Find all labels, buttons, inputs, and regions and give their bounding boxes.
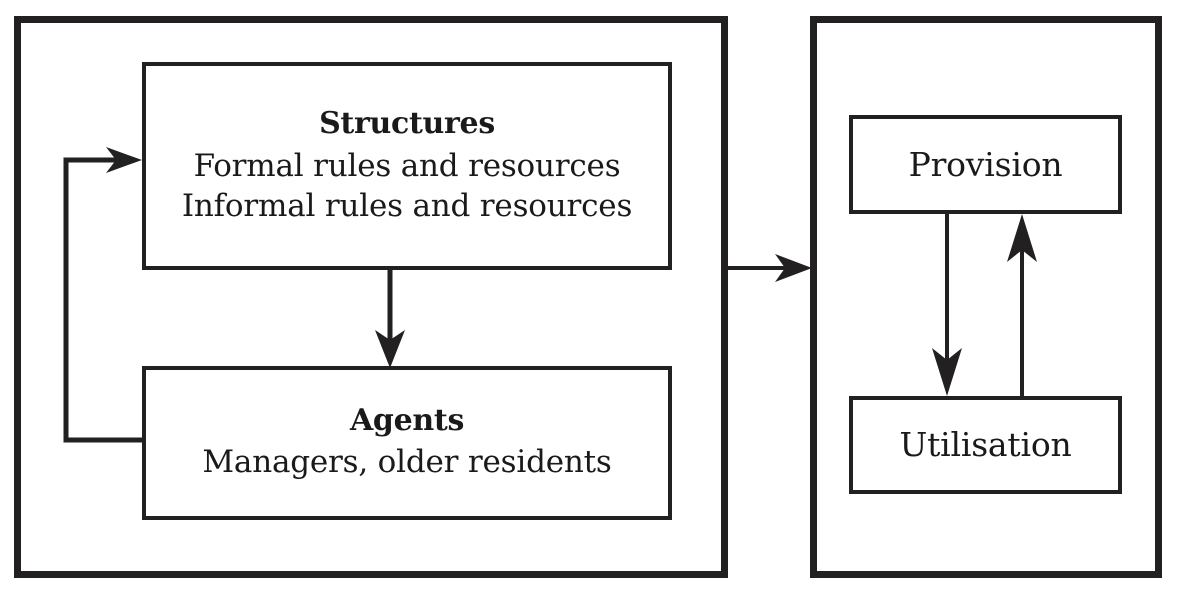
node-agents[interactable]: Agents Managers, older residents (142, 366, 672, 520)
node-structures-line-formal: Formal rules and resources (193, 148, 621, 185)
node-provision[interactable]: Provision (849, 115, 1122, 214)
node-agents-title: Agents (349, 403, 465, 439)
node-utilisation-label: Utilisation (899, 425, 1072, 465)
arrow-left-panel-to-right-panel (728, 254, 812, 282)
node-utilisation[interactable]: Utilisation (849, 396, 1122, 494)
node-structures-line-informal: Informal rules and resources (181, 187, 633, 224)
node-agents-line-managers: Managers, older residents (202, 443, 612, 480)
node-structures[interactable]: Structures Formal rules and resources In… (142, 62, 672, 270)
node-provision-label: Provision (908, 144, 1063, 184)
node-structures-title: Structures (319, 105, 495, 141)
